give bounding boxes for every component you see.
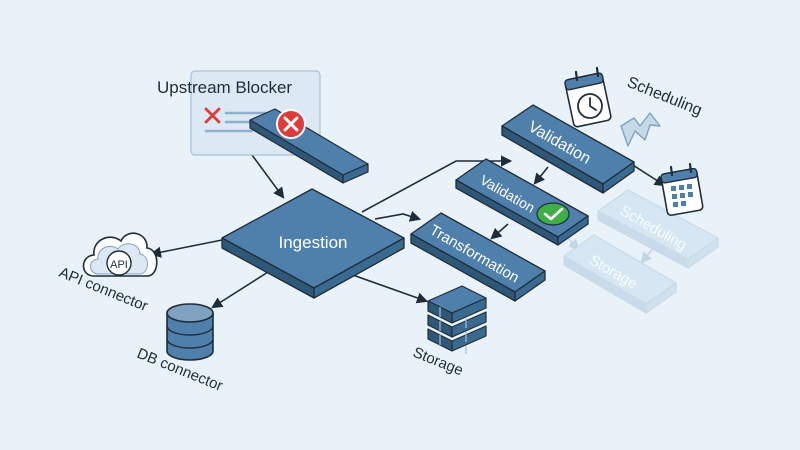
error-badge-icon (276, 109, 306, 139)
calendar-clock-icon (564, 66, 612, 128)
ingestion-label: Ingestion (279, 233, 348, 252)
api-connector: API API connector (57, 232, 158, 315)
blocker-label: Upstream Blocker (157, 78, 292, 97)
scheduling-label: Scheduling (625, 74, 705, 119)
checkmark-icon (536, 202, 570, 226)
validation-node-primary: Validation (501, 104, 635, 194)
edge-ingestion-transformation (374, 210, 422, 222)
ingestion-node: Ingestion (221, 188, 405, 299)
cloud-api-icon: API (82, 232, 158, 277)
edge-validation-validation (533, 166, 549, 185)
edge-validation2-transformation (490, 223, 509, 240)
edge-ingestion-db (211, 271, 269, 309)
edge-blocker-ingestion (251, 154, 285, 199)
validation-node-secondary: Validation (455, 158, 589, 246)
connector-lines (149, 154, 666, 309)
db-connector: DB connector (135, 303, 225, 395)
storage-node-faded: Storage (563, 234, 677, 314)
edge-ingestion-api (149, 237, 233, 258)
database-icon (166, 303, 214, 361)
calendar-icon (660, 162, 704, 216)
storage-stack-icon (427, 285, 487, 354)
error-x-icon (204, 107, 221, 124)
api-icon-text: API (110, 259, 128, 271)
cycle-arrow-icon (620, 112, 661, 147)
upstream-blocker: Upstream Blocker (157, 70, 369, 184)
edge-ingestion-validation (361, 155, 513, 213)
edge-ingestion-storage (349, 273, 429, 304)
